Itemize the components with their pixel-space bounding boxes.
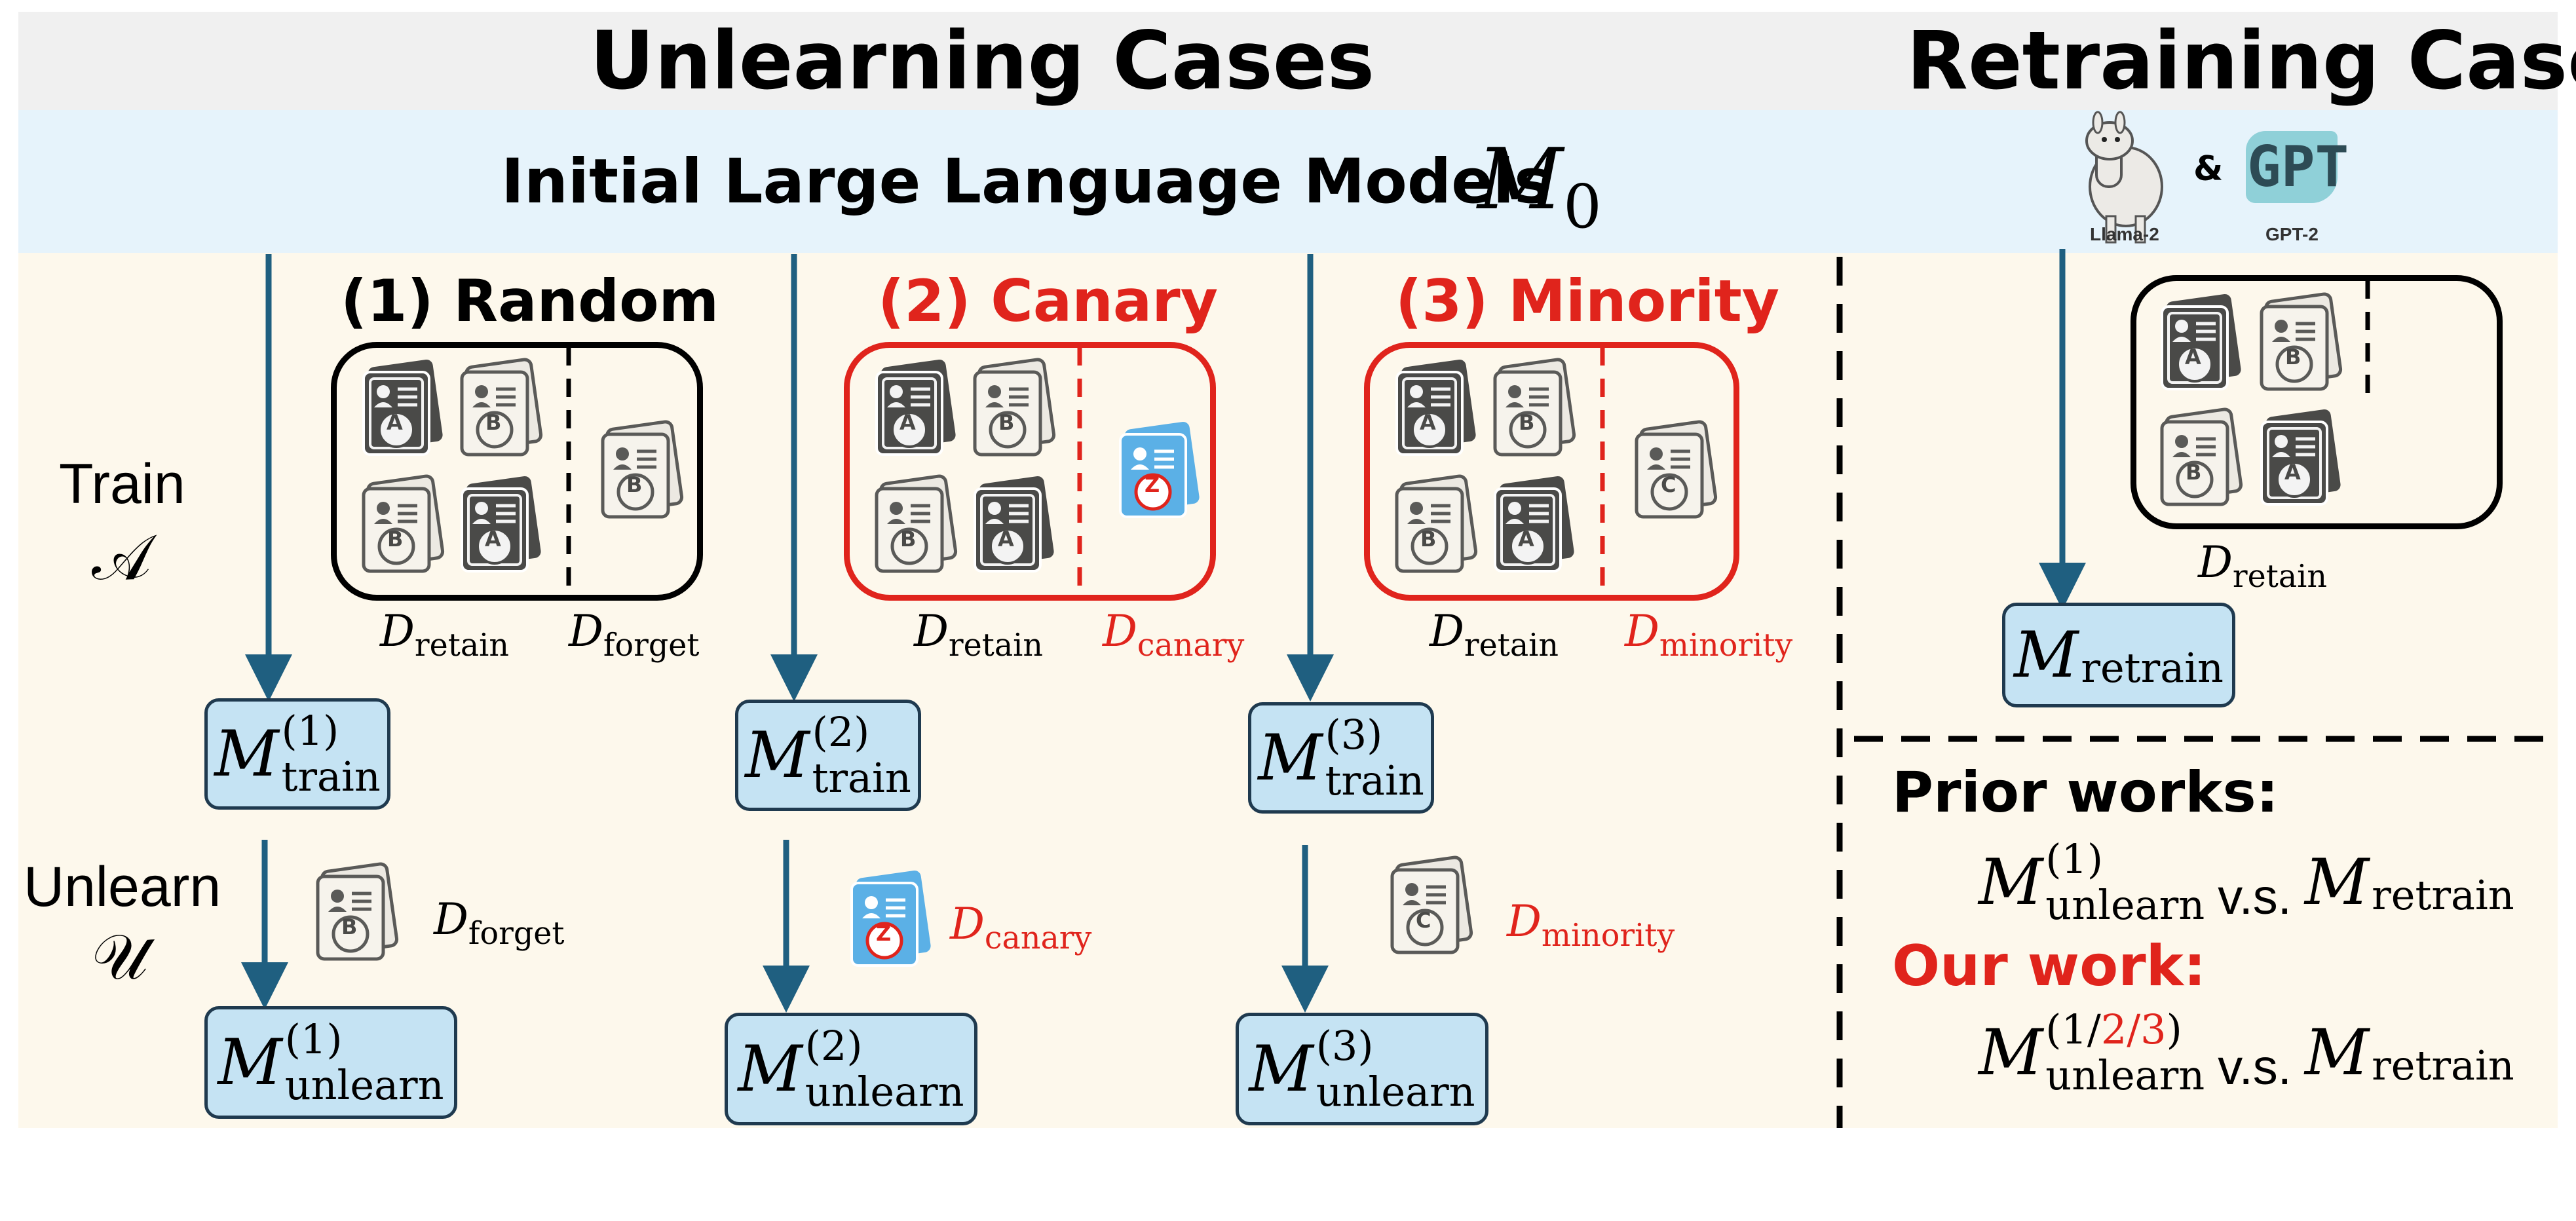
gpt-label: GPT-2 (2265, 224, 2319, 244)
d-retain-label: Dretain (1430, 606, 1559, 664)
doc-letter: A (998, 527, 1014, 552)
doc-letter: B (1519, 410, 1535, 435)
doc-letter: A (2185, 345, 2201, 369)
m-train-2-box: M(2)train (735, 700, 921, 811)
initial-models-label: Initial Large Language Models (501, 146, 1551, 217)
doc-letter: A (387, 410, 403, 435)
doc-letter: A (1420, 410, 1436, 435)
doc-letter: B (998, 410, 1015, 435)
doc-letter: Z (876, 921, 892, 946)
m-train-1-box: M(1)train (204, 698, 390, 810)
unlearning-cases-title: Unlearning Cases (590, 14, 1375, 107)
doc-letter: Z (1145, 472, 1160, 497)
doc-letter: B (900, 527, 917, 552)
unlearn-algorithm-symbol: 𝒰 (92, 920, 149, 994)
minority-dataset-box (1364, 342, 1739, 601)
retrain-dataset-box (2131, 275, 2503, 529)
train-label: Train (59, 453, 185, 516)
doc-letter: A (485, 527, 501, 552)
prior-works-title: Prior works: (1892, 760, 2279, 825)
doc-letter: C (1416, 908, 1431, 933)
d-retain-label: Dretain (914, 606, 1043, 664)
m-unlearn-3-box: M(3)unlearn (1236, 1013, 1488, 1125)
d-canary-label: Dcanary (1103, 606, 1245, 664)
d-canary-label: Dcanary (950, 899, 1092, 957)
doc-letter: B (387, 527, 404, 552)
unlearn-label: Unlearn (24, 855, 221, 918)
m-unlearn-1-box: M(1)unlearn (204, 1006, 457, 1119)
gpt-logo (2246, 131, 2338, 203)
doc-letter: B (1420, 527, 1437, 552)
m-train-3-box: M(3)train (1248, 702, 1434, 814)
d-minority-label: Dminority (1625, 606, 1793, 664)
case-random-title: (1) Random (341, 267, 719, 335)
our-work-title: Our work: (1892, 933, 2207, 999)
doc-letter: B (341, 914, 358, 939)
m0-symbol: M0 (1477, 131, 1602, 242)
doc-letter: B (485, 410, 502, 435)
header-bar (18, 12, 2558, 110)
d-retain-label: Dretain (380, 606, 509, 664)
doc-letter: B (626, 472, 643, 497)
canary-dataset-box (844, 342, 1216, 601)
m-unlearn-2-box: M(2)unlearn (725, 1013, 977, 1125)
train-algorithm-symbol: 𝒜 (92, 521, 151, 594)
d-minority-label: Dminority (1507, 896, 1675, 954)
amp-sign: & (2193, 149, 2224, 189)
doc-letter: B (2285, 345, 2301, 369)
case-canary-title: (2) Canary (878, 267, 1219, 335)
gpt-logo-text: GPT (2247, 134, 2349, 200)
doc-letter: C (1661, 472, 1676, 497)
doc-letter: A (900, 410, 916, 435)
doc-letter: B (2186, 460, 2202, 485)
random-dataset-box (331, 342, 703, 601)
doc-letter: A (2284, 460, 2301, 485)
case-minority-title: (3) Minority (1395, 267, 1780, 335)
d-forget-label: Dforget (569, 606, 700, 664)
doc-letter: A (1518, 527, 1534, 552)
retraining-case-title: Retraining Case (1906, 14, 2576, 107)
llama-label: Llama-2 (2090, 224, 2159, 244)
d-forget-label: Dforget (434, 894, 565, 952)
d-retain-label: Dretain (2198, 537, 2327, 595)
